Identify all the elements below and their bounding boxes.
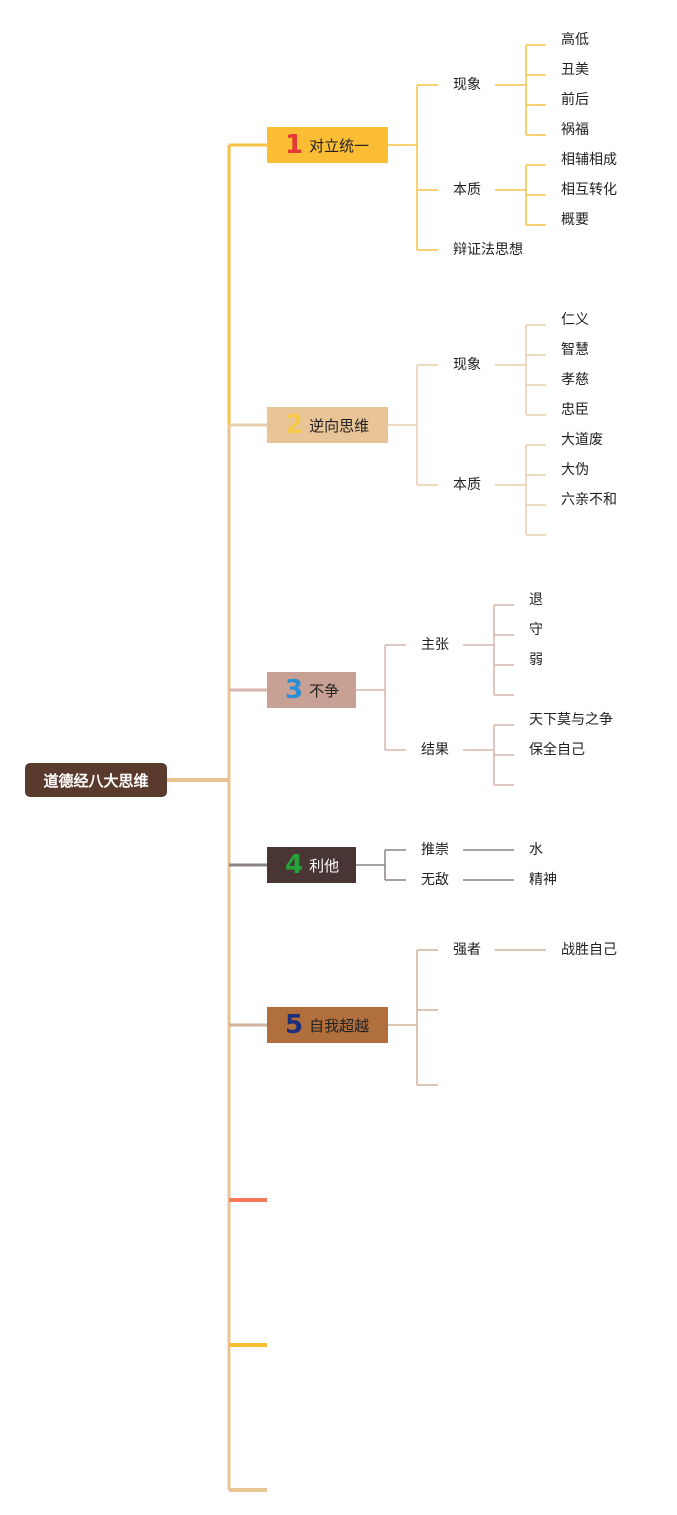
topic-label: 逆向思维 [309,416,370,435]
topic-label: 利他 [309,856,340,875]
topic-number: 5 [285,1010,304,1040]
leaf-label[interactable]: 忠臣 [561,402,589,418]
leaf-label[interactable]: 六亲不和 [561,492,617,508]
leaf-label[interactable]: 战胜自己 [561,942,617,958]
root-label: 道德经八大思维 [43,771,149,790]
leaf-label[interactable]: 相辅相成 [561,152,617,168]
topic-label: 对立统一 [309,136,370,155]
subtopic-label[interactable]: 结果 [421,742,449,758]
subtopic-label[interactable]: 现象 [453,357,481,373]
leaf-label[interactable]: 仁义 [561,312,589,328]
leaf-label[interactable]: 保全自己 [529,742,585,758]
subtopic-label[interactable]: 无敌 [421,872,449,888]
topic-node[interactable]: 1 对立统一 [267,127,388,163]
leaf-label[interactable]: 大伪 [561,462,589,478]
subtopic-label[interactable]: 主张 [421,637,449,653]
leaf-label[interactable]: 祸福 [561,122,589,138]
subtopic-label[interactable]: 推崇 [421,842,449,858]
subtopic-label[interactable]: 辩证法思想 [453,242,523,258]
topic-number: 4 [285,850,304,880]
leaf-label[interactable]: 前后 [561,92,589,108]
subtopic-label[interactable]: 本质 [453,477,481,493]
topic-label: 自我超越 [309,1016,370,1035]
leaf-label[interactable]: 守 [529,622,543,638]
topic-number: 3 [285,675,304,705]
topic-number: 1 [285,130,304,160]
leaf-label[interactable]: 智慧 [561,342,589,358]
subtopic-label[interactable]: 强者 [453,942,481,958]
leaf-label[interactable]: 大道废 [561,432,603,448]
leaf-label[interactable]: 丑美 [561,62,589,78]
leaf-label[interactable]: 弱 [529,652,543,668]
subtopic-label[interactable]: 本质 [453,182,481,198]
leaf-label[interactable]: 精神 [529,872,557,888]
leaf-label[interactable]: 水 [529,842,543,858]
topic-node[interactable]: 5 自我超越 [267,1007,388,1043]
leaf-label[interactable]: 概要 [561,212,589,228]
leaf-label[interactable]: 高低 [561,32,589,48]
topic-label: 不争 [309,681,340,700]
subtopic-label[interactable]: 现象 [453,77,481,93]
leaf-label[interactable]: 相互转化 [561,182,617,198]
topic-node[interactable]: 2 逆向思维 [267,407,388,443]
topic-node[interactable]: 3 不争 [267,672,356,708]
root-node[interactable]: 道德经八大思维 [25,763,167,797]
leaf-label[interactable]: 退 [529,592,543,608]
topic-number: 2 [285,410,304,440]
leaf-label[interactable]: 孝慈 [561,372,589,388]
topic-node[interactable]: 4 利他 [267,847,356,883]
leaf-label[interactable]: 天下莫与之争 [529,712,613,728]
